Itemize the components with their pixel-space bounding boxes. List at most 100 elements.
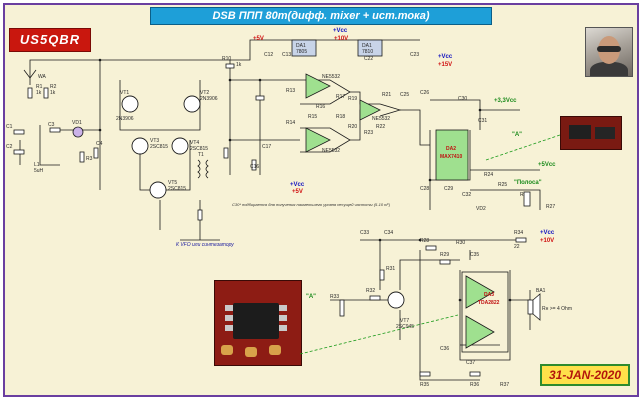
label-c2: C2 [6,144,13,150]
label-c17: C17 [262,144,271,150]
label-c1: C1 [6,124,13,130]
label-speaker-ref: BA1 [536,288,546,294]
label-r1-value: 1k [36,90,42,96]
regulator-da1-7805 [291,39,317,57]
chip-pin [225,315,233,321]
callsign-logo: US5QBR [9,28,91,52]
transistor-vt3 [131,137,149,155]
chip-ne5532-a: NE5532 [322,74,340,80]
label-c3: C3 [48,122,55,128]
label-wa: WA [38,74,47,80]
chip-da1a-model: 7805 [296,49,307,55]
label-r30: R30 [456,240,465,246]
schematic-title: DSB ППП 80m(дифф. mixer + ист.тока) [150,7,492,25]
chip-da2-model: MAX7410 [440,154,462,160]
rail-vcc-b: +Vcc [438,54,453,60]
label-vt2-model: 2N3906 [200,96,218,102]
callout-polosa: "Полоса" [514,180,542,186]
label-vt1-model: 2N3906 [116,116,134,122]
transistor-vt5 [149,181,167,199]
label-c16: C16 [250,164,259,170]
label-r28: R28 [420,238,429,244]
label-l1: L1 [34,162,40,168]
label-l1-value: 5uH [34,168,44,174]
label-vt1: VT1 [120,90,129,96]
opamp-ne5532-c [359,99,381,121]
ic-max7410 [435,129,469,181]
rf-input-components [13,87,99,163]
chip-ne5532-b: NE5532 [322,148,340,154]
regulator-da1-7810 [357,39,383,57]
label-r29: R29 [440,252,449,258]
label-r18: R18 [336,114,345,120]
label-t1: T1 [198,152,204,158]
chip-da1b-ref: DA1 [362,43,372,49]
label-vt3-model: 2SC815 [150,144,168,150]
transistor-vt4 [171,137,189,155]
label-r34-value: 22 [514,244,520,250]
label-c22: C22 [364,56,373,62]
label-vt3: VT3 [150,138,159,144]
label-c30: C30 [458,96,467,102]
pot-polosa [523,191,531,207]
label-c23: C23 [410,52,419,58]
date-badge: 31-JAN-2020 [540,364,630,386]
ic-tda2822 [461,271,509,353]
label-c29: C29 [444,186,453,192]
chip-ne5532-c: NE5532 [372,116,390,122]
label-c28: C28 [420,186,429,192]
label-r27: R27 [546,204,555,210]
schematic-frame [3,3,639,397]
rail-vcc-d: +Vcc [540,230,555,236]
rail-5v-a: +5V [253,36,264,42]
label-r10: R10 [222,56,231,62]
label-r2-value: 1k [50,90,56,96]
rail-5v-c: +5V [292,189,303,195]
label-vt5: VT5 [168,180,177,186]
label-c4: C4 [96,141,103,147]
callout-leader-a2 [299,314,459,355]
label-c37: C37 [466,360,475,366]
opamp-ne5532-b [305,127,331,153]
vfo-label: К VFO или синтезатору [176,242,234,248]
label-r37: R37 [500,382,509,388]
label-c32: C32 [462,192,471,198]
label-c25: C25 [400,92,409,98]
label-r24: R24 [484,172,493,178]
label-c36: C36 [440,346,449,352]
label-r35: R35 [420,382,429,388]
opamp-ne5532-a [305,73,331,99]
label-speaker-note: Rн >= 4 Ohm [542,306,572,312]
transformer-t1 [197,159,209,179]
chip-package [233,303,279,339]
solder-pad [269,345,281,355]
rail-10v-a: +10V [334,36,348,42]
chip-da3-ref: DA3 [484,292,494,298]
transistor-vt1 [121,95,139,113]
label-c26: C26 [420,90,429,96]
author-photo [585,27,633,77]
chip-package [595,127,615,139]
label-vt7: VT7 [400,318,409,324]
author-photo-glasses [597,46,621,52]
audio-components [339,237,527,377]
callout-a1: "A" [512,132,522,138]
chip-da1b-model: 7810 [362,49,373,55]
chip-da1a-ref: DA1 [296,43,306,49]
label-vd1: VD1 [72,120,82,126]
label-r3: R3 [86,156,93,162]
chip-pin [225,325,233,331]
mixer-components [197,63,265,221]
author-photo-body [590,62,628,76]
rail-5v-b: +5Vcc [538,162,556,168]
rail-15v: +15V [438,62,452,68]
rail-vcc-c: +Vcc [290,182,305,188]
label-vt2: VT2 [200,90,209,96]
label-r31: R31 [386,266,395,272]
label-vt5-model: 2SC815 [168,186,186,192]
tda2822-chip-photo [214,280,302,366]
label-r32: R32 [366,288,375,294]
label-r23: R23 [364,130,373,136]
